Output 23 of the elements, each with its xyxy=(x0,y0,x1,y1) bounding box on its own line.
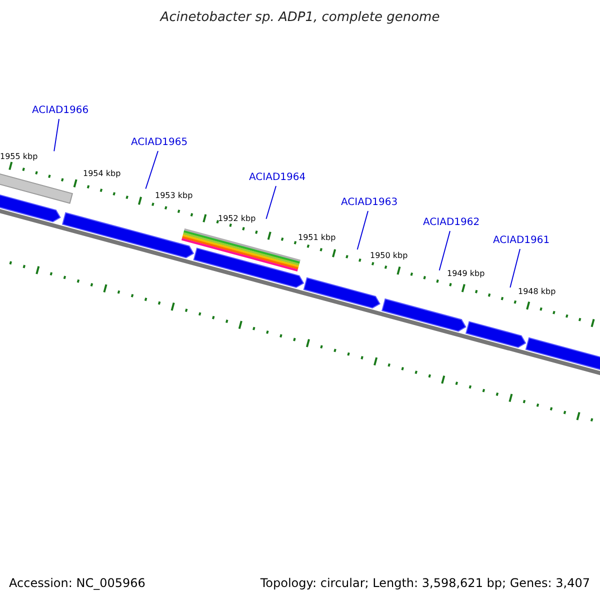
scale-label: 1952 kbp xyxy=(218,215,256,223)
gene-label: ACIAD1963 xyxy=(341,198,398,208)
leader-line xyxy=(438,230,450,271)
scale-label: 1948 kbp xyxy=(518,288,556,296)
accession-note: Accession: NC_005966 xyxy=(9,577,146,589)
leader-line xyxy=(356,210,368,250)
leader-line xyxy=(54,118,60,152)
gene-label: ACIAD1966 xyxy=(32,106,89,116)
scale-label: 1949 kbp xyxy=(447,270,485,278)
genome-summary-note: Topology: circular; Length: 3,598,621 bp; Genes: 3,407 xyxy=(260,577,590,589)
leader-line xyxy=(266,186,276,220)
leader-line xyxy=(145,150,158,190)
gene-label: ACIAD1961 xyxy=(493,236,550,246)
gene-label: ACIAD1965 xyxy=(131,138,188,148)
scale-label: 1950 kbp xyxy=(370,252,408,260)
scale-label: 1953 kbp xyxy=(155,192,193,200)
scale-label: 1955 kbp xyxy=(0,153,38,161)
diagram-title: Acinetobacter sp. ADP1, complete genome xyxy=(158,11,441,24)
leader-line xyxy=(510,248,520,288)
scale-label: 1954 kbp xyxy=(83,170,121,178)
scale-label: 1951 kbp xyxy=(298,234,336,242)
gene-label: ACIAD1962 xyxy=(423,218,480,228)
gene-label: ACIAD1964 xyxy=(249,173,306,183)
